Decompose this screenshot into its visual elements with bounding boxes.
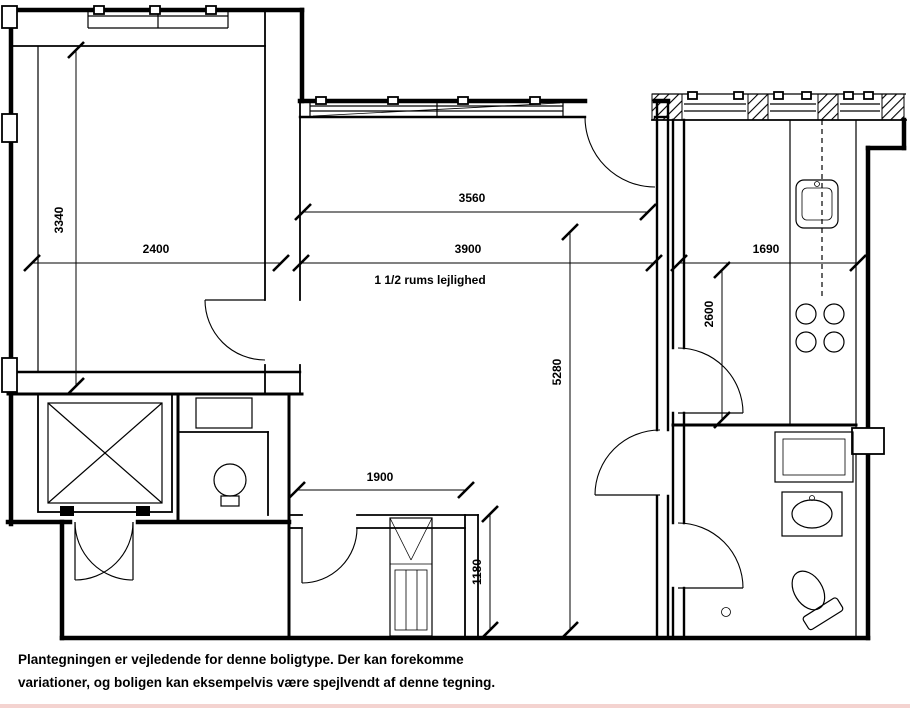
door-entrance-right	[74, 521, 134, 581]
window-kitchen-2	[770, 91, 816, 112]
dim-3340-label: 3340	[52, 206, 66, 233]
dim-1690: 1690	[670, 242, 867, 272]
kitchen-fixtures	[789, 120, 845, 425]
toilet-nook-fixtures	[195, 397, 253, 507]
door-main-room	[594, 429, 661, 496]
door-bathroom-right	[677, 522, 744, 589]
dim-2600: 2600	[702, 261, 731, 429]
bathroom-middle-fixtures	[389, 517, 433, 637]
door-entrance-left	[74, 521, 134, 581]
toilet	[791, 570, 844, 631]
disclaimer-line-2: variationer, og boligen kan eksempelvis …	[18, 675, 496, 690]
dim-3560: 3560	[294, 191, 657, 221]
floor-drain	[721, 607, 731, 617]
apartment-type-label: 1 1/2 rums lejlighed	[374, 273, 485, 287]
dim-3560-label: 3560	[459, 191, 486, 205]
disclaimer-line-1: Plantegningen er vejledende for denne bo…	[18, 652, 464, 667]
door-bathroom-middle	[301, 527, 358, 584]
dim-3900: 3900	[292, 242, 663, 272]
wall-pilasters	[1, 5, 885, 455]
windows	[87, 5, 880, 117]
dim-1180-label: 1180	[470, 559, 484, 585]
window-main-room	[309, 96, 564, 117]
window-kitchen-1	[684, 91, 746, 112]
exterior-walls	[5, 5, 907, 641]
door-balcony	[584, 116, 656, 188]
floor-plan-drawing: 3340 2400 3560 3900 1690	[1, 5, 907, 641]
dim-2400: 2400	[23, 242, 290, 272]
hatched-walls	[651, 93, 905, 121]
dim-1900: 1900	[288, 470, 475, 499]
dim-2600-label: 2600	[702, 300, 716, 327]
dim-1690-label: 1690	[753, 242, 780, 256]
door-room-a	[204, 299, 266, 361]
elevator	[37, 393, 173, 516]
dimensions: 3340 2400 3560 3900 1690	[23, 41, 867, 639]
dim-2400-label: 2400	[143, 242, 170, 256]
dim-3340: 3340	[52, 41, 85, 395]
door-kitchen	[677, 347, 744, 414]
kitchen-sink	[795, 179, 839, 229]
dim-1900-label: 1900	[367, 470, 394, 484]
washbasin	[781, 491, 843, 537]
window-room-a	[87, 5, 229, 29]
dim-1180: 1180	[470, 505, 499, 639]
bathroom-right-fixtures	[721, 431, 854, 631]
dim-5280: 5280	[550, 223, 579, 639]
disclaimer-note: Plantegningen er vejledende for denne bo…	[18, 648, 495, 694]
stove	[795, 303, 845, 353]
window-kitchen-3	[840, 91, 880, 112]
dim-3900-label: 3900	[455, 242, 482, 256]
bottom-tint-strip	[0, 704, 910, 708]
dim-5280-label: 5280	[550, 358, 564, 385]
doors	[74, 116, 744, 589]
